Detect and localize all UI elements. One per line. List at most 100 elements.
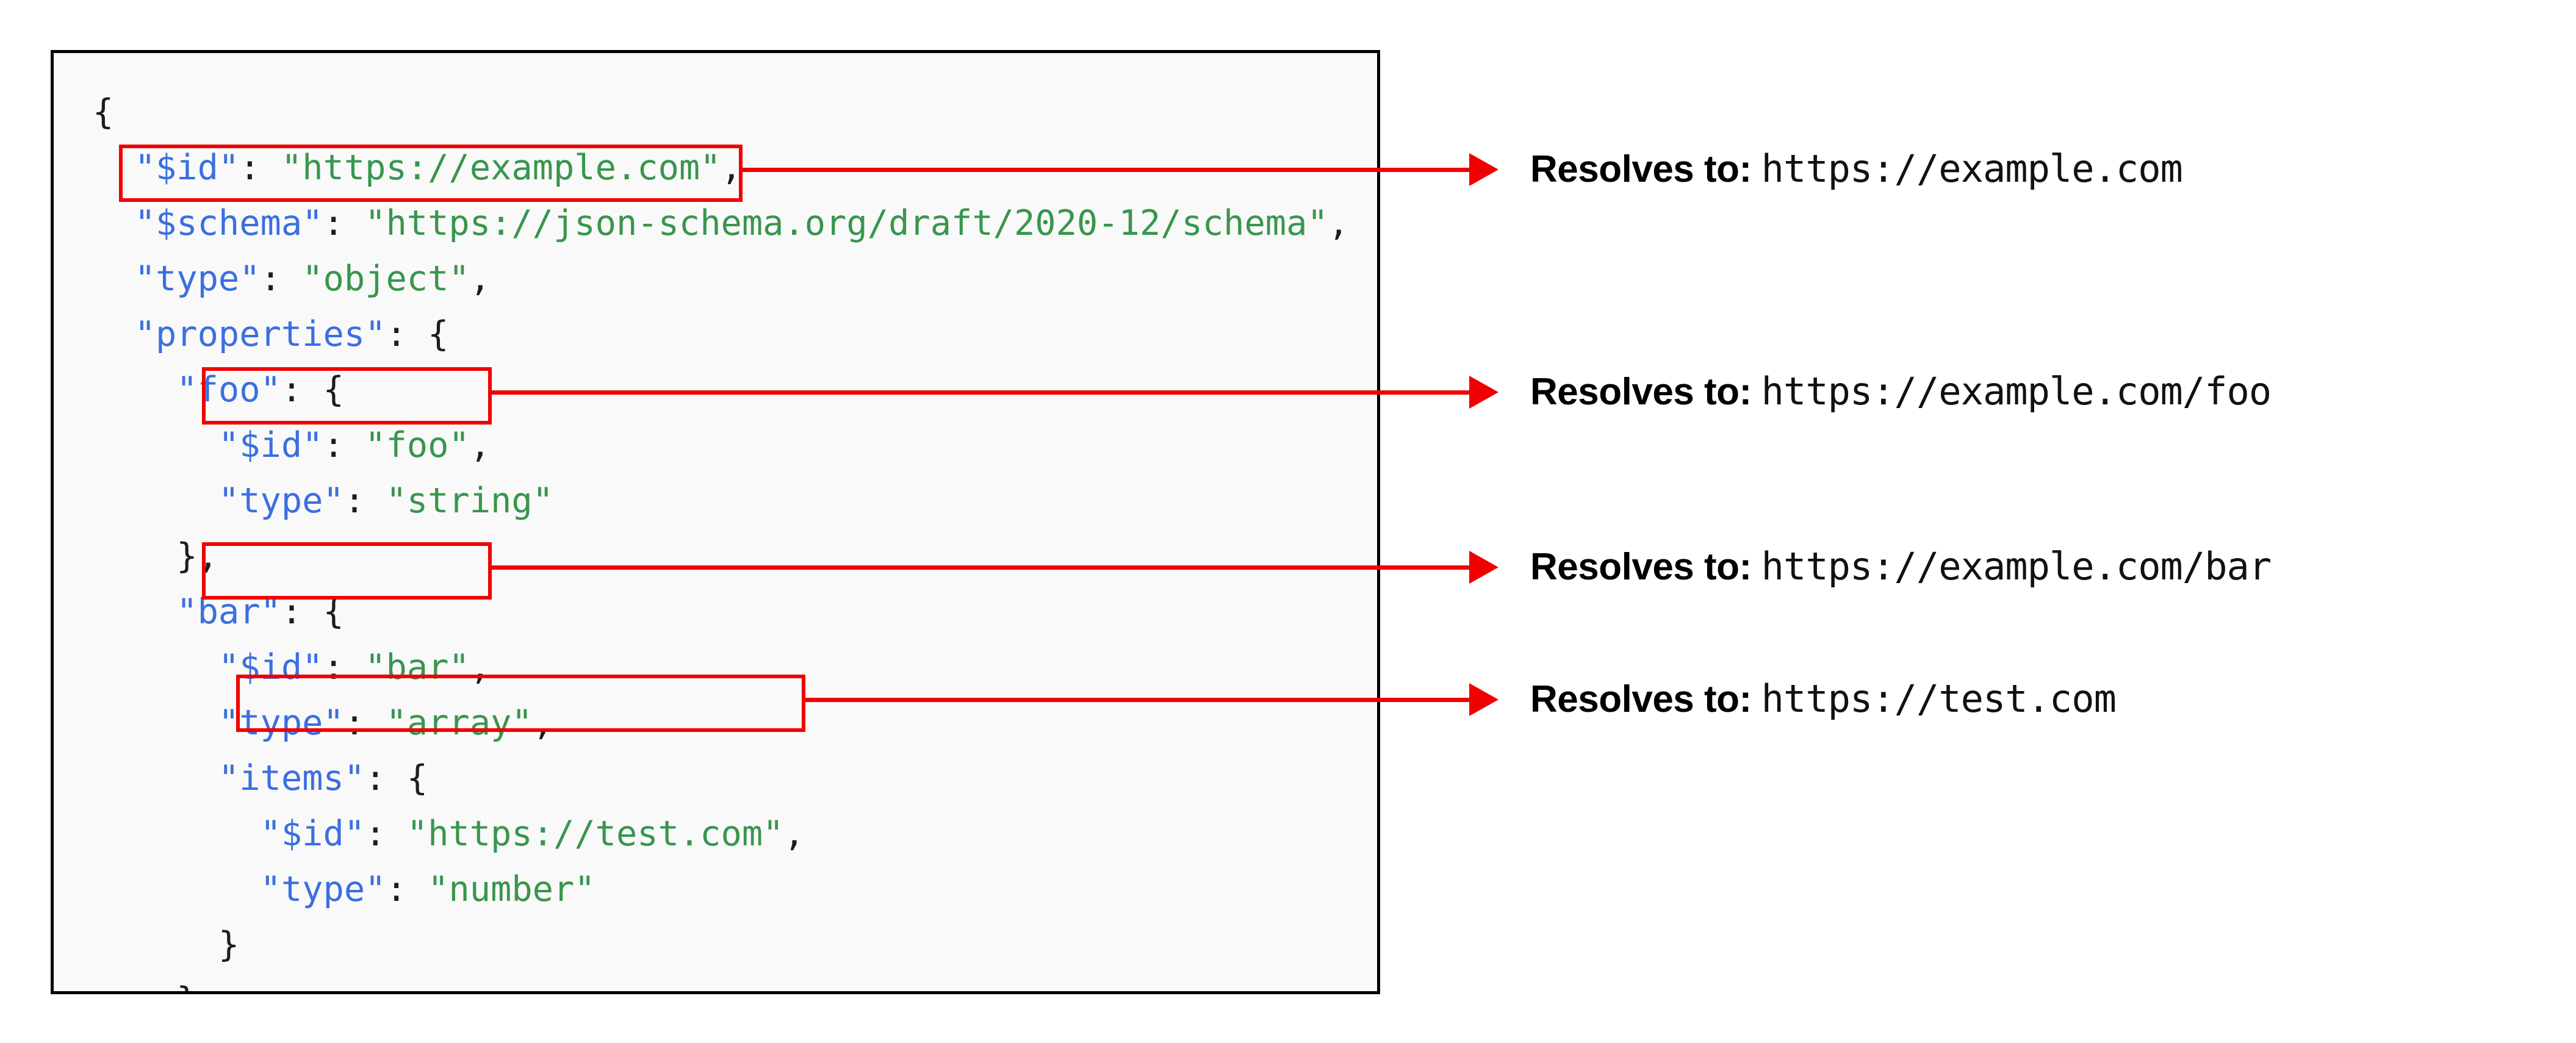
code-token-key: "type"	[134, 259, 261, 299]
code-line: "type": "string"	[93, 473, 1349, 529]
resolution-row: Resolves to:https://example.com/bar	[1530, 544, 2272, 589]
code-token-key: "foo"	[176, 370, 281, 410]
code-token-punct: :	[239, 148, 281, 188]
code-line: "type": "object",	[93, 251, 1349, 307]
code-line: {	[93, 85, 1349, 140]
resolution-row: Resolves to:https://example.com/foo	[1530, 369, 2272, 414]
code-line: "type": "number"	[93, 862, 1349, 917]
code-token-punct: ,	[721, 148, 742, 188]
code-token-punct: : {	[281, 592, 344, 632]
code-token-key: "bar"	[176, 592, 281, 632]
code-token-key: "type"	[260, 869, 386, 909]
code-token-punct: ,	[469, 259, 491, 299]
json-schema-code-panel: { "$id": "https://example.com", "$schema…	[51, 50, 1380, 994]
code-token-str: "bar"	[365, 647, 470, 687]
resolves-to-label: Resolves to:	[1530, 371, 1752, 413]
code-token-key: "$id"	[260, 814, 365, 854]
arrow-bar-head-icon	[1469, 551, 1498, 584]
code-token-str: "object"	[302, 259, 470, 299]
code-line: "$id": "https://example.com",	[93, 140, 1349, 196]
code-token-punct: {	[93, 92, 114, 132]
code-token-key: "items"	[218, 758, 365, 798]
arrow-foo-line	[489, 390, 1469, 395]
code-token-punct: :	[365, 814, 407, 854]
code-line: "$id": "foo",	[93, 418, 1349, 473]
code-token-punct: ,	[469, 425, 491, 465]
code-token-key: "$id"	[218, 425, 323, 465]
resolves-to-label: Resolves to:	[1530, 678, 1752, 720]
code-token-punct: :	[323, 647, 365, 687]
arrow-root-line	[739, 168, 1469, 172]
code-indent	[93, 703, 218, 743]
resolved-uri-value: https://test.com	[1761, 676, 2117, 721]
code-line: "items": {	[93, 751, 1349, 806]
arrow-items-head-icon	[1469, 683, 1498, 716]
code-line: "foo": {	[93, 362, 1349, 418]
code-token-str: "number"	[428, 869, 595, 909]
resolution-row: Resolves to:https://example.com	[1530, 146, 2183, 191]
code-token-punct: :	[344, 703, 386, 743]
code-indent	[93, 869, 261, 909]
code-token-punct: ,	[469, 647, 491, 687]
arrow-bar-line	[489, 565, 1469, 570]
code-line: "$id": "bar",	[93, 640, 1349, 695]
code-token-punct: },	[176, 536, 218, 576]
code-token-str: "array"	[386, 703, 533, 743]
code-listing: { "$id": "https://example.com", "$schema…	[93, 85, 1349, 991]
code-indent	[93, 536, 176, 576]
code-token-key: "type"	[218, 481, 344, 521]
code-indent	[93, 370, 176, 410]
code-token-punct: ,	[1328, 203, 1350, 243]
code-token-punct: :	[323, 425, 365, 465]
resolved-uri-value: https://example.com	[1761, 146, 2183, 191]
code-indent	[93, 481, 218, 521]
code-token-key: "properties"	[134, 314, 386, 354]
code-indent	[93, 425, 218, 465]
code-token-key: "type"	[218, 703, 344, 743]
code-indent	[93, 925, 218, 965]
code-indent	[93, 259, 135, 299]
code-token-punct: ,	[783, 814, 805, 854]
code-token-punct: ,	[532, 703, 553, 743]
resolution-row: Resolves to:https://test.com	[1530, 676, 2117, 721]
code-indent	[93, 203, 135, 243]
code-indent	[93, 814, 261, 854]
code-token-punct: :	[344, 481, 386, 521]
code-token-str: "foo"	[365, 425, 470, 465]
code-token-str: "https://example.com"	[281, 148, 721, 188]
code-line: }	[93, 917, 1349, 973]
code-token-punct: :	[260, 259, 303, 299]
code-line: "properties": {	[93, 307, 1349, 362]
arrow-root-head-icon	[1469, 153, 1498, 186]
code-line: "bar": {	[93, 584, 1349, 640]
code-indent	[93, 148, 135, 188]
code-indent	[93, 647, 218, 687]
code-token-punct: :	[386, 869, 428, 909]
code-indent	[93, 980, 176, 991]
code-token-key: "$id"	[218, 647, 323, 687]
code-token-punct: }	[218, 925, 240, 965]
code-line: "$schema": "https://json-schema.org/draf…	[93, 196, 1349, 251]
code-indent	[93, 314, 135, 354]
resolved-uri-value: https://example.com/foo	[1761, 369, 2272, 414]
arrow-foo-head-icon	[1469, 376, 1498, 409]
code-token-punct: : {	[386, 314, 449, 354]
code-line: "$id": "https://test.com",	[93, 806, 1349, 862]
code-token-punct: : {	[281, 370, 344, 410]
resolves-to-label: Resolves to:	[1530, 148, 1752, 190]
code-line: }	[93, 973, 1349, 991]
code-token-punct: : {	[365, 758, 428, 798]
code-token-punct: }	[176, 980, 197, 991]
code-token-str: "https://test.com"	[406, 814, 784, 854]
code-line: "type": "array",	[93, 695, 1349, 751]
code-line: },	[93, 529, 1349, 584]
resolved-uri-value: https://example.com/bar	[1761, 544, 2272, 589]
code-token-punct: :	[323, 203, 365, 243]
code-token-str: "string"	[386, 481, 553, 521]
arrow-items-line	[802, 698, 1469, 702]
code-token-key: "$id"	[134, 148, 240, 188]
code-indent	[93, 592, 176, 632]
resolves-to-label: Resolves to:	[1530, 546, 1752, 588]
code-token-str: "https://json-schema.org/draft/2020-12/s…	[365, 203, 1328, 243]
code-token-key: "$schema"	[134, 203, 323, 243]
